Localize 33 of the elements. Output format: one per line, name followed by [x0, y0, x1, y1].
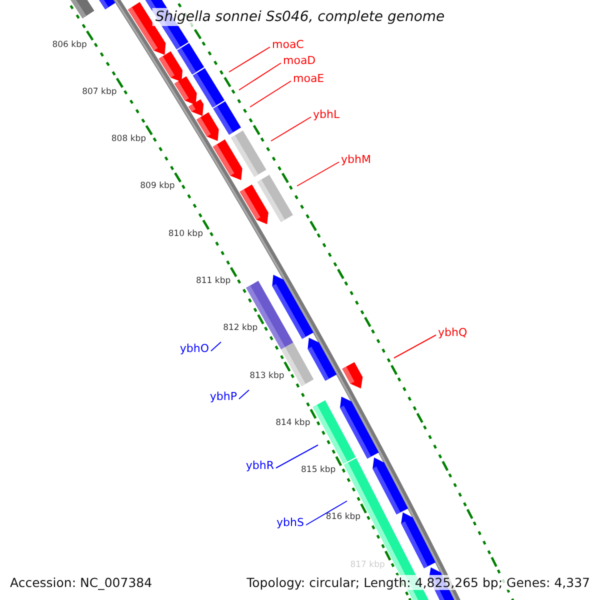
position-label: 808 kbp [111, 134, 146, 144]
gene-label: moaE [293, 73, 324, 85]
leader-line [270, 116, 312, 142]
position-label: 806 kbp [52, 40, 87, 50]
position-label: 807 kbp [82, 86, 117, 97]
accession-text: Accession: NC_007384 [8, 575, 154, 590]
position-label: 814 kbp [276, 418, 310, 428]
leader-line [250, 80, 292, 108]
gene-label: ybhO [180, 343, 209, 355]
position-label: 812 kbp [223, 323, 258, 334]
gene-label: ybhS [276, 517, 304, 529]
gene-label: ybhR [246, 460, 274, 472]
leader-line [394, 334, 436, 358]
leader-line [296, 162, 340, 186]
position-label: 809 kbp [140, 181, 175, 192]
gene-label: ybhQ [438, 327, 468, 339]
gene-label: ybhL [313, 109, 340, 121]
leader-line [210, 342, 222, 352]
leader-line [306, 500, 348, 526]
position-label: 813 kbp [250, 370, 284, 381]
gene-label: moaD [283, 55, 316, 67]
leader-line [238, 62, 282, 90]
position-label: 811 kbp [196, 276, 231, 286]
gene-label: ybhM [341, 154, 371, 166]
position-label: 816 kbp [326, 512, 361, 522]
leader-line [276, 444, 318, 468]
leader-line [238, 390, 250, 400]
leader-line [228, 46, 270, 72]
gene-label: ybhP [210, 391, 237, 403]
position-label: 810 kbp [168, 228, 203, 239]
gene-label: moaC [272, 39, 304, 51]
position-label: 815 kbp [301, 465, 336, 476]
genome-info-text: Topology: circular; Length: 4,825,265 bp; Genes: 4,337 [244, 575, 592, 590]
